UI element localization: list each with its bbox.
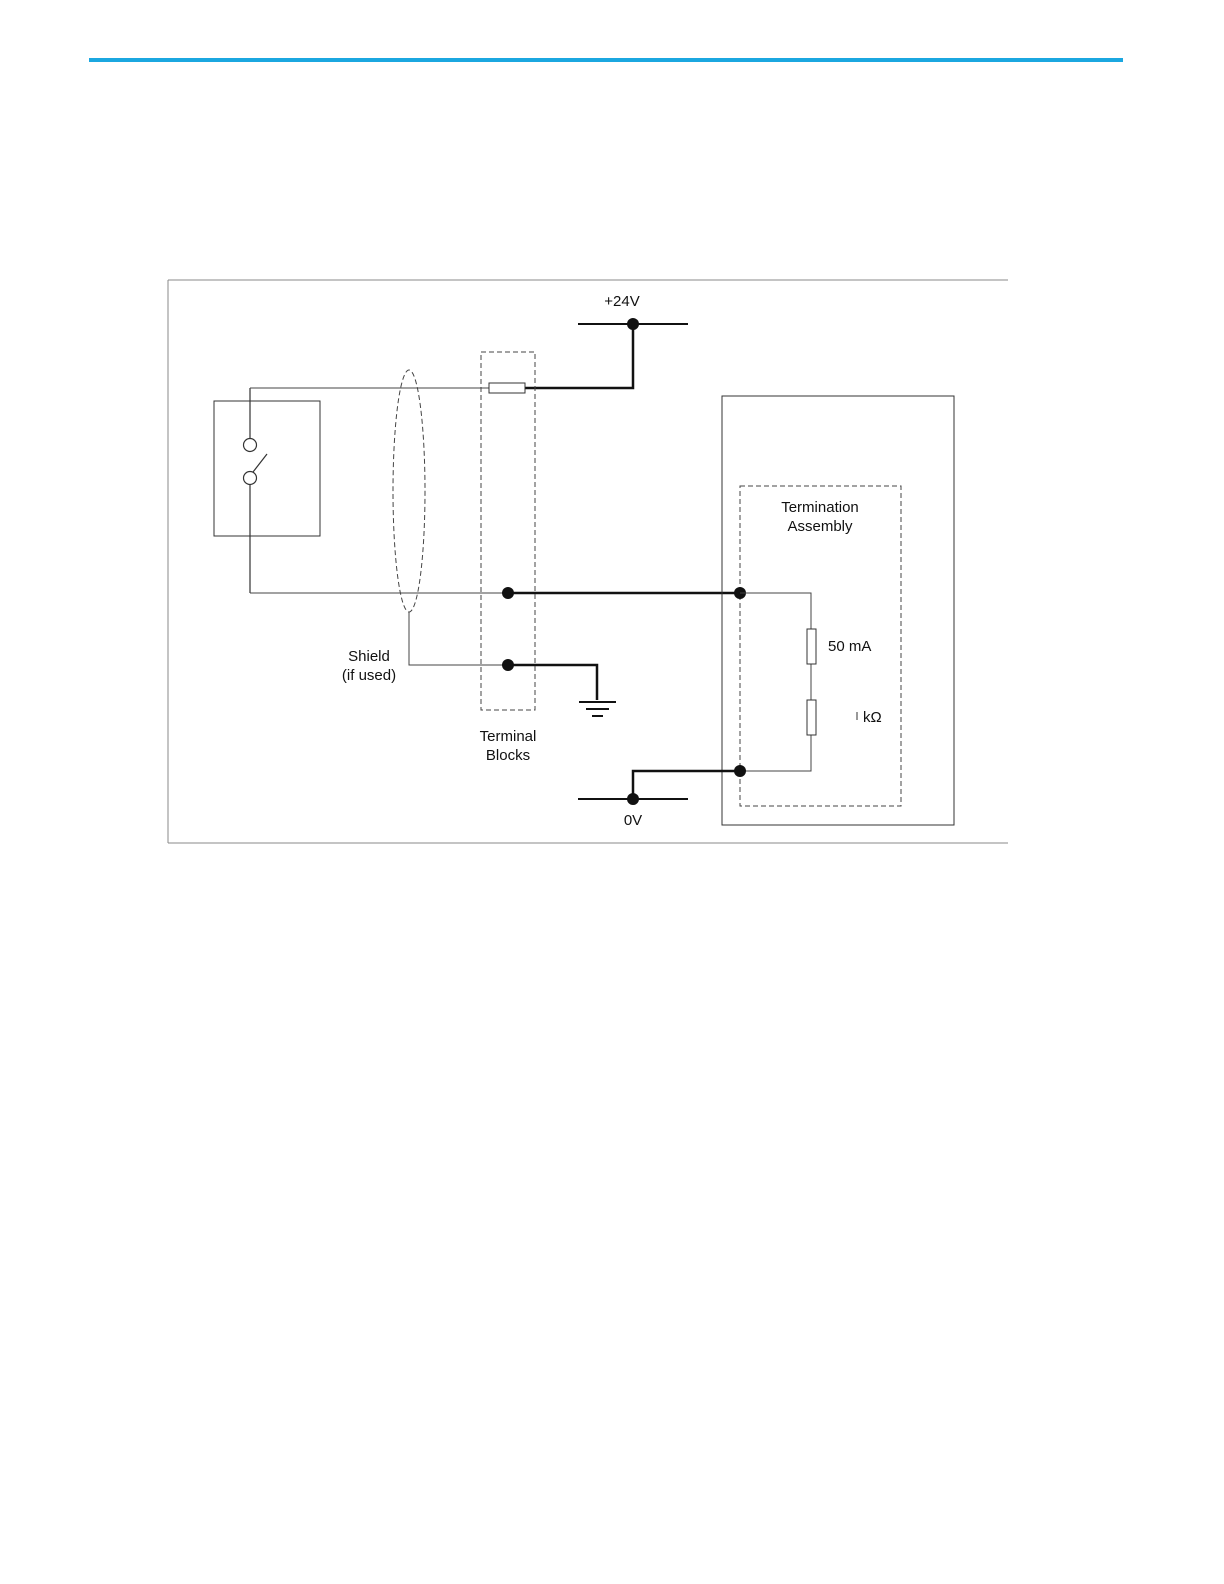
positive-supply-rail bbox=[525, 318, 688, 388]
positive-supply-label: +24V bbox=[604, 293, 639, 310]
field-device bbox=[214, 401, 320, 536]
termination-assembly-label-line2: Assembly bbox=[787, 518, 853, 535]
cable-shield bbox=[393, 370, 425, 612]
termination-circuit bbox=[734, 587, 811, 777]
zero-volt-rail bbox=[578, 771, 740, 805]
zero-volt-label: 0V bbox=[624, 812, 642, 829]
signal-wire-bottom bbox=[250, 587, 740, 599]
terminal-blocks bbox=[481, 352, 535, 710]
resistor-value-label: kΩ bbox=[863, 709, 882, 726]
resistor-icon bbox=[807, 700, 816, 735]
terminal-blocks-label-line1: Terminal bbox=[480, 728, 537, 745]
shield-label-line1: Shield bbox=[348, 648, 390, 665]
module-enclosure bbox=[722, 396, 954, 825]
figure-frame bbox=[168, 280, 1008, 843]
shield-label-line2: (if used) bbox=[342, 667, 396, 684]
fuse-icon bbox=[807, 629, 816, 664]
normally-open-switch-icon bbox=[244, 388, 268, 593]
fuse-icon bbox=[489, 383, 525, 393]
terminal-blocks-label-line2: Blocks bbox=[486, 747, 530, 764]
termination-assembly-label-line1: Termination bbox=[781, 499, 859, 516]
shield-drain-wire bbox=[409, 612, 597, 700]
fuse-rating-label: 50 mA bbox=[828, 638, 871, 655]
earth-ground-icon bbox=[579, 702, 616, 716]
